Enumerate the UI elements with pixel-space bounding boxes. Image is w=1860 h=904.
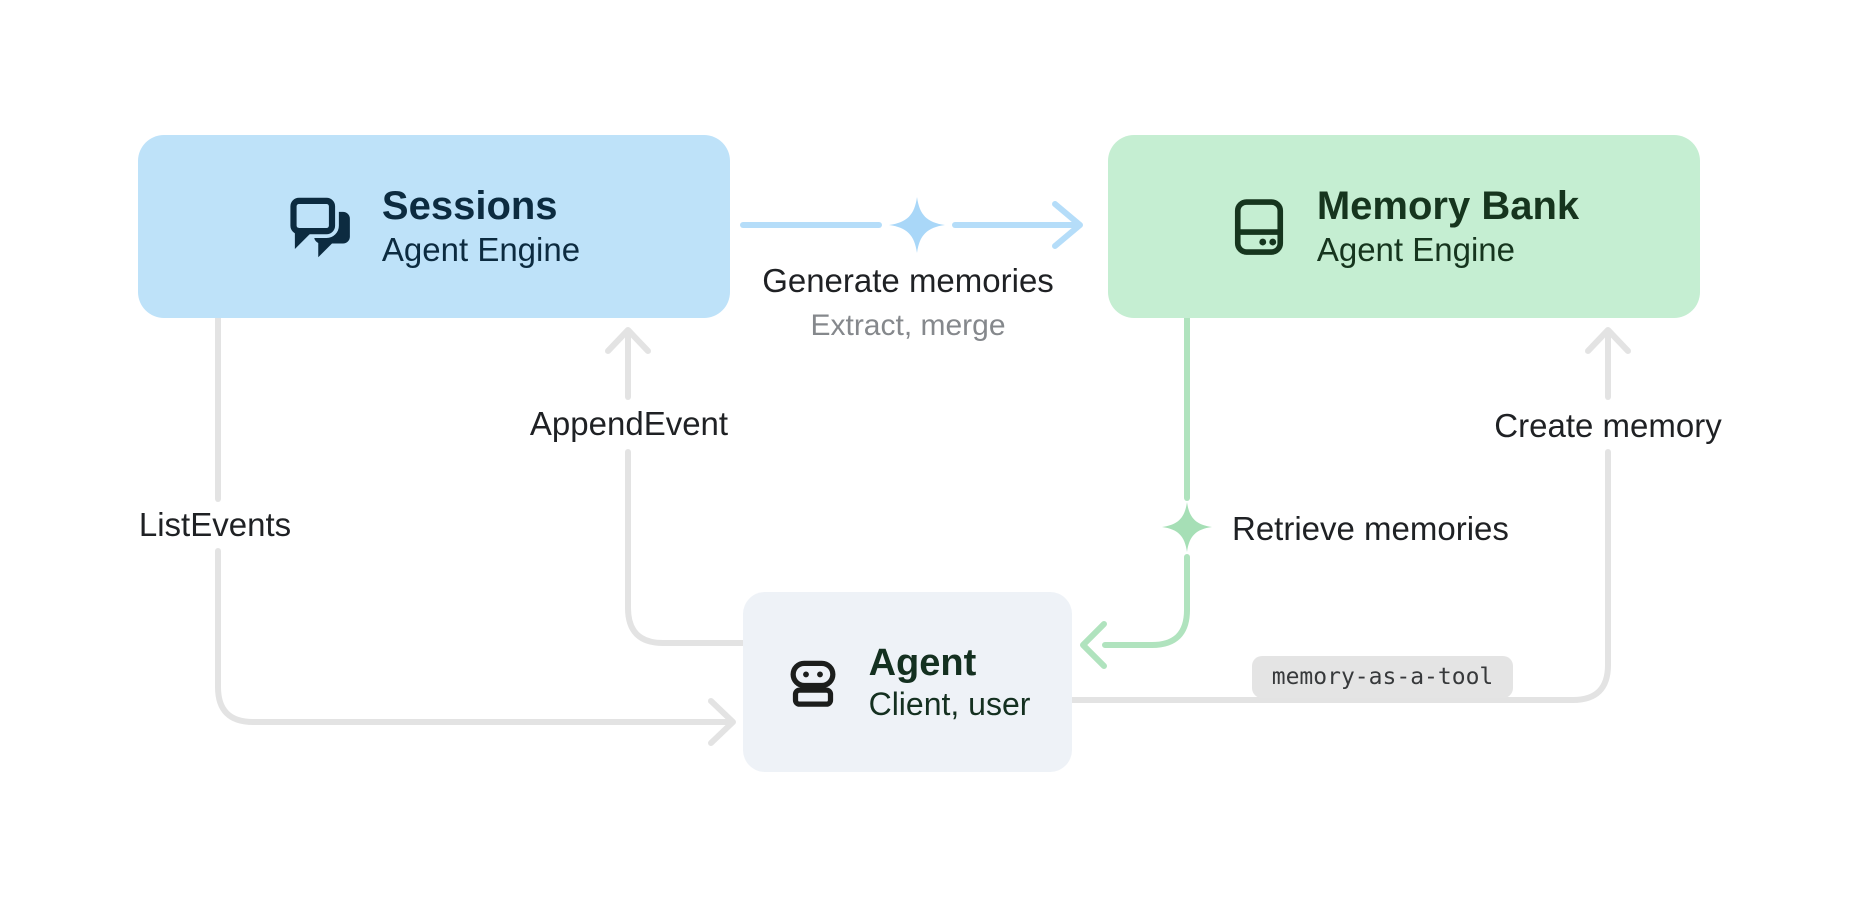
append-event-arrow [605, 327, 747, 646]
sessions-title: Sessions [381, 184, 558, 229]
memory-bank-subtitle: Agent Engine [1316, 230, 1516, 268]
create-memory-arrow [1069, 327, 1631, 703]
memory-storage-icon [1234, 198, 1283, 255]
create-memory-label: Create memory [1494, 407, 1722, 444]
list-events-arrow [215, 315, 736, 746]
node-sessions: Sessions Agent Engine [138, 135, 730, 318]
append-event-label: AppendEvent [529, 405, 729, 442]
retrieve-memories-label: Retrieve memories [1232, 510, 1509, 547]
agent-subtitle: Client, user [868, 685, 1031, 722]
arrowhead-left [1080, 621, 1107, 669]
generate-memories-label: Generate memories Extract, merge [762, 262, 1054, 343]
retrieve-memories-arrow [1080, 315, 1212, 669]
node-agent: Agent Client, user [743, 592, 1072, 772]
arrowhead-right [1052, 201, 1083, 249]
generate-memories-label-sub: Extract, merge [810, 309, 1006, 342]
robot-agent-icon [790, 660, 836, 707]
node-memory-bank: Memory Bank Agent Engine [1108, 135, 1700, 318]
memory-as-a-tool-badge: memory-as-a-tool [1252, 656, 1513, 698]
generate-memories-label-main: Generate memories [762, 262, 1054, 299]
memory-bank-title: Memory Bank [1316, 184, 1580, 229]
agent-title: Agent [868, 641, 977, 684]
sessions-subtitle: Agent Engine [381, 230, 581, 268]
chat-bubbles-icon [287, 193, 350, 257]
blue-sparkle-icon [889, 197, 945, 253]
arrowhead-right [708, 698, 736, 746]
green-sparkle-icon [1162, 502, 1212, 552]
list-events-label: ListEvents [138, 506, 292, 543]
arrowhead-up [1585, 327, 1631, 354]
arrowhead-up [605, 327, 651, 354]
generate-memories-arrow [740, 197, 1083, 253]
